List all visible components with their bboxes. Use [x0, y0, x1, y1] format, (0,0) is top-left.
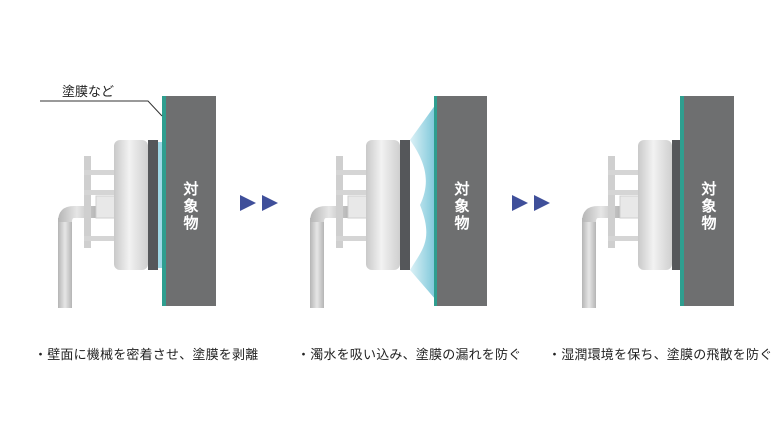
machine-plate	[400, 140, 410, 270]
pipe-vertical	[310, 218, 324, 308]
frame-bar-top	[336, 170, 372, 175]
machine-body	[366, 140, 400, 270]
connector	[619, 195, 641, 219]
frame-bar-bottom	[336, 236, 372, 241]
machine-plate	[148, 140, 158, 270]
machine-body	[638, 140, 672, 270]
connector	[95, 195, 117, 219]
caption-step-3: ・湿潤環境を保ち、塗膜の飛散を防ぐ	[548, 348, 773, 363]
object-label-char: 対	[453, 180, 469, 198]
object-label-char: 対	[182, 180, 198, 198]
frame-bar-bottom	[84, 236, 120, 241]
arrow-group-1	[240, 195, 278, 211]
machine-body	[114, 140, 148, 270]
object-label-char: 物	[454, 214, 469, 232]
frame-post	[84, 156, 91, 248]
caption-step-1: ・壁面に機械を密着させ、塗膜を剥離	[34, 348, 259, 363]
turbid-water	[410, 104, 436, 300]
object-wall	[166, 96, 216, 306]
frame-post	[336, 156, 343, 248]
arrow-right-icon	[512, 195, 528, 211]
object-wall	[684, 96, 734, 306]
panel-1: 塗膜など 対 象 物	[40, 84, 216, 308]
arrow-group-2	[512, 195, 550, 211]
object-label-char: 象	[183, 197, 198, 215]
object-label-char: 象	[454, 197, 469, 215]
coating-layer	[162, 96, 167, 306]
frame-bar-mid	[608, 190, 644, 195]
callout-line	[40, 100, 163, 117]
arrow-right-icon	[262, 195, 278, 211]
object-label-char: 物	[701, 214, 716, 232]
object-wall	[437, 96, 487, 306]
water-film	[158, 142, 164, 268]
frame-bar-bottom	[608, 236, 644, 241]
connector	[347, 195, 369, 219]
arrow-right-icon	[534, 195, 550, 211]
panel-3: 対 象 物	[582, 96, 734, 308]
callout-label: 塗膜など	[62, 84, 114, 100]
coating-layer	[680, 96, 685, 306]
coating-layer	[434, 96, 438, 306]
frame-bar-mid	[84, 190, 120, 195]
object-label-char: 物	[183, 214, 198, 232]
frame-bar-mid	[336, 190, 372, 195]
pipe-vertical	[582, 218, 596, 308]
frame-bar-top	[608, 170, 644, 175]
panel-2: 対 象 物	[310, 96, 487, 308]
pipe-vertical	[58, 218, 72, 308]
object-label-char: 対	[700, 180, 716, 198]
frame-post	[608, 156, 615, 248]
machine-plate	[672, 140, 682, 270]
object-label-char: 象	[701, 197, 716, 215]
arrow-right-icon	[240, 195, 256, 211]
frame-bar-top	[84, 170, 120, 175]
caption-step-2: ・濁水を吸い込み、塗膜の漏れを防ぐ	[297, 348, 522, 363]
